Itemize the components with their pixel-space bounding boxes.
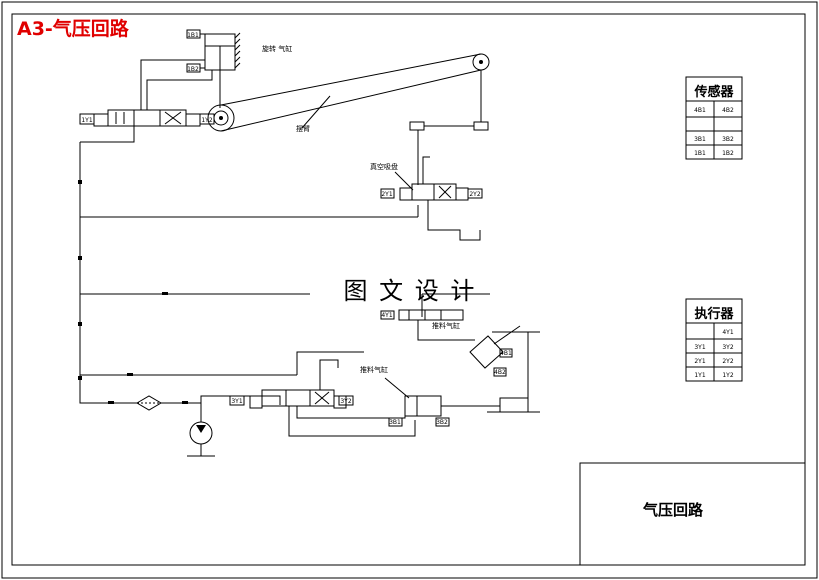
drawing-name: 气压回路 [642,501,704,519]
svg-text:3B2: 3B2 [722,136,734,143]
sensor-table-title: 传感器 [693,84,734,100]
valve-1: 1Y1 1Y2 [79,109,215,127]
svg-text:3B1: 3B1 [694,136,706,143]
tag-3B1: 3B1 [389,419,401,426]
sheet-title: A3-气压回路 [17,17,130,40]
actuator-table-title: 执行器 [694,306,734,322]
tag-4Y1: 4Y1 [381,312,392,319]
label-arm: 摆臂 [296,124,310,133]
tag-3B2: 3B2 [436,419,448,426]
compressor-unit [187,410,215,457]
title-block [579,462,806,566]
valve-2: 2Y1 2Y2 真空吸盘 [370,156,483,241]
valve-3: 4Y1 推料气缸 [380,309,475,341]
push-cylinder-2: 推料气缸 3B1 3B2 [360,365,540,427]
label-vacuum-cup: 真空吸盘 [370,162,398,171]
tag-4B2: 4B2 [494,369,506,376]
svg-text:4Y1: 4Y1 [722,329,733,336]
label-push-cylinder-2: 推料气缸 [360,365,388,374]
svg-text:3Y2: 3Y2 [722,344,733,351]
svg-text:1Y2: 1Y2 [722,372,733,379]
watermark-text: 图 文 设 计 [344,277,477,305]
svg-text:1B1: 1B1 [694,150,706,157]
flow-markers [78,180,188,404]
line-v1-b [146,70,213,110]
filter-unit [136,395,162,411]
tag-1B1: 1B1 [187,32,199,39]
svg-text:4B1: 4B1 [694,107,706,114]
inner-border [11,13,806,566]
valve-4: 3Y1 3Y2 [229,359,416,437]
svg-text:2Y1: 2Y1 [694,358,705,365]
tag-3Y2: 3Y2 [340,398,351,405]
rotary-cylinder: 1B1 1B2 旋转 气缸 [186,29,292,108]
svg-text:1Y1: 1Y1 [694,372,705,379]
swing-arm: 摆臂 [207,53,490,185]
sensor-table: 传感器 4B1 4B2 3B1 3B2 1B1 1B2 [685,76,743,160]
tag-2Y1: 2Y1 [381,191,392,198]
tag-2Y2: 2Y2 [469,191,480,198]
svg-text:2Y2: 2Y2 [722,358,733,365]
tag-1Y2: 1Y2 [201,117,212,124]
line-v1-a [140,59,205,110]
tag-1B2: 1B2 [187,66,199,73]
svg-text:1B2: 1B2 [722,150,734,157]
supply-lines [79,126,490,410]
svg-text:3Y1: 3Y1 [694,344,705,351]
push-cylinder-1: 4B1 4B2 [469,325,540,398]
tag-1Y1: 1Y1 [81,117,92,124]
svg-text:4B2: 4B2 [722,107,734,114]
tag-3Y1: 3Y1 [231,398,242,405]
label-push-cylinder-1: 推料气缸 [432,321,460,330]
tag-4B1: 4B1 [500,350,512,357]
label-rotary-cylinder: 旋转 气缸 [262,44,292,53]
actuator-table: 执行器 4Y1 3Y1 3Y2 2Y1 2Y2 1Y1 1Y2 [685,298,743,382]
